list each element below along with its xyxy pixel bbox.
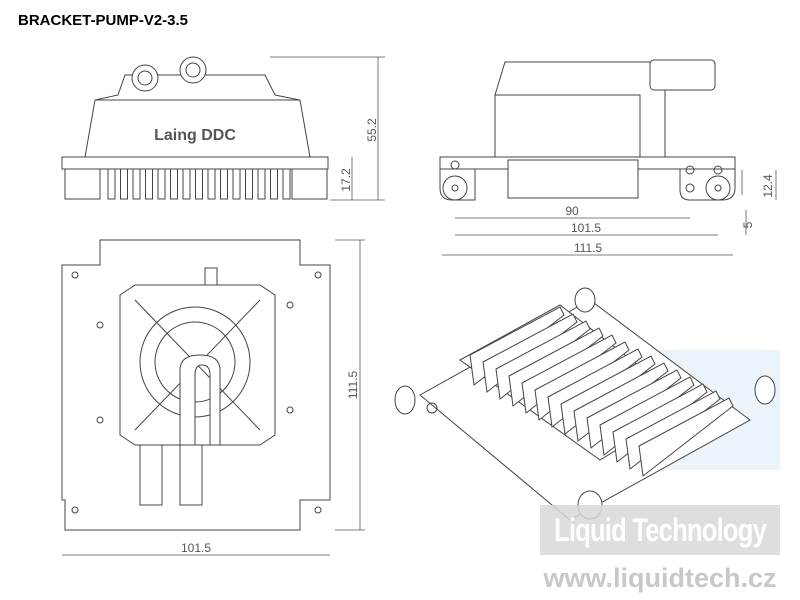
fin (120, 168, 128, 200)
fin (195, 168, 203, 200)
pump-label: Laing DDC (154, 127, 236, 144)
dim-width-mid: 101.5 (571, 221, 601, 235)
dim-width-total: 111.5 (574, 241, 603, 255)
fin (107, 168, 116, 200)
fin (182, 168, 191, 200)
fin (132, 168, 141, 200)
iso-fin (638, 397, 734, 477)
dim-width-inner: 90 (565, 204, 579, 218)
fin (232, 168, 241, 200)
isometric-view (394, 287, 776, 521)
fin (145, 168, 153, 200)
fin (270, 168, 278, 200)
top-view: 111.5 101.5 (61, 239, 365, 556)
watermark-company: Liquid Technology (553, 512, 767, 548)
dim-top-height: 111.5 (346, 371, 360, 400)
watermark-url: www.liquidtech.cz (543, 563, 777, 593)
fin (245, 168, 253, 200)
dim-top-width: 101.5 (181, 541, 211, 555)
watermark-band (540, 505, 780, 555)
dim-height-total: 55.2 (365, 118, 379, 142)
dim-hole-height: 12.4 (761, 174, 775, 198)
side-view: 90 101.5 111.5 12.4 5 (439, 59, 777, 256)
fin (257, 168, 266, 200)
fin (282, 168, 291, 200)
fin (220, 168, 228, 200)
fin (170, 168, 178, 200)
front-view: Laing DDC 55.2 17.2 (61, 56, 385, 201)
drawing-title: BRACKET-PUMP-V2-3.5 (18, 12, 189, 29)
fin (207, 168, 216, 200)
fin (157, 168, 166, 200)
dim-height-bracket: 17.2 (339, 168, 353, 192)
dim-hole-offset: 5 (741, 221, 755, 228)
